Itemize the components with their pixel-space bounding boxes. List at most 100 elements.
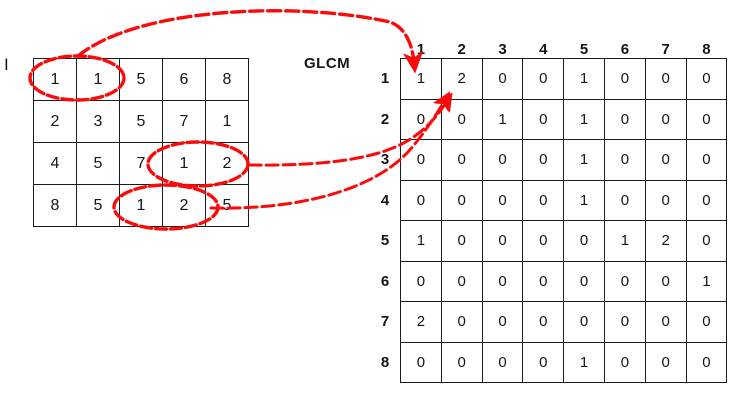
glcm-column-header: 5 bbox=[579, 41, 589, 58]
source-matrix-cell: 5 bbox=[76, 184, 120, 227]
arrow-pair-1-1-to-glcm bbox=[76, 9, 424, 74]
glcm-cell: 0 bbox=[400, 341, 442, 383]
glcm-cell: 2 bbox=[440, 58, 483, 100]
glcm-cell: 0 bbox=[685, 139, 728, 181]
glcm-cell: 0 bbox=[522, 98, 565, 140]
glcm-row-header: 4 bbox=[380, 191, 390, 209]
glcm-cell: 0 bbox=[603, 301, 646, 343]
source-matrix-cell: 1 bbox=[33, 58, 77, 101]
glcm-cell: 0 bbox=[400, 139, 442, 181]
source-matrix-label: I bbox=[4, 55, 9, 74]
glcm-cell: 0 bbox=[522, 220, 565, 262]
glcm-row-header: 7 bbox=[380, 313, 390, 331]
source-matrix-cell: 6 bbox=[162, 58, 206, 101]
glcm-cell: 0 bbox=[685, 58, 728, 100]
glcm-cell: 0 bbox=[644, 301, 687, 343]
glcm-column-header: 7 bbox=[661, 41, 670, 58]
source-matrix-cell: 1 bbox=[205, 100, 249, 143]
glcm-cell: 0 bbox=[481, 341, 524, 383]
glcm-cell: 0 bbox=[644, 139, 687, 181]
glcm-cell: 0 bbox=[481, 260, 524, 302]
glcm-cell: 0 bbox=[522, 260, 565, 302]
glcm-row-header: 3 bbox=[380, 151, 390, 169]
glcm-cell: 0 bbox=[563, 260, 605, 302]
glcm-row-header: 5 bbox=[380, 232, 390, 250]
source-matrix-cell: 1 bbox=[76, 58, 120, 101]
glcm-cell: 0 bbox=[440, 260, 483, 302]
source-matrix-cell: 5 bbox=[119, 100, 163, 143]
glcm-cell: 0 bbox=[481, 179, 524, 221]
source-matrix-cell: 5 bbox=[205, 184, 249, 227]
glcm-cell: 0 bbox=[481, 220, 524, 262]
glcm-cell: 0 bbox=[440, 98, 483, 140]
glcm-row-header: 2 bbox=[380, 110, 390, 128]
source-matrix-cell: 1 bbox=[119, 184, 163, 227]
glcm-row-header: 1 bbox=[380, 70, 390, 88]
glcm-row-header: 8 bbox=[380, 353, 390, 371]
glcm-cell: 1 bbox=[400, 220, 442, 262]
glcm-row-header: 6 bbox=[380, 272, 390, 290]
glcm-cell: 0 bbox=[603, 139, 646, 181]
glcm-cell: 0 bbox=[400, 98, 442, 140]
glcm-cell: 0 bbox=[400, 260, 442, 302]
glcm-cell: 1 bbox=[603, 220, 646, 262]
glcm-cell: 0 bbox=[481, 58, 524, 100]
glcm-cell: 1 bbox=[563, 98, 605, 140]
glcm-cell: 0 bbox=[603, 58, 646, 100]
glcm-cell: 0 bbox=[481, 139, 524, 181]
glcm-column-header: 3 bbox=[498, 41, 507, 58]
glcm-cell: 0 bbox=[644, 341, 687, 383]
glcm-column-header: 8 bbox=[702, 41, 711, 58]
source-matrix-cell: 5 bbox=[119, 58, 163, 101]
source-matrix-cell: 2 bbox=[162, 184, 206, 227]
glcm-cell: 0 bbox=[685, 98, 728, 140]
glcm-cell: 0 bbox=[522, 341, 565, 383]
glcm-cell: 0 bbox=[522, 301, 565, 343]
glcm-cell: 0 bbox=[440, 139, 483, 181]
glcm-corner-cell bbox=[370, 28, 401, 59]
glcm-cell: 2 bbox=[644, 220, 687, 262]
glcm-cell: 0 bbox=[603, 260, 646, 302]
glcm-cell: 0 bbox=[522, 179, 565, 221]
source-matrix-cell: 7 bbox=[119, 142, 163, 185]
glcm-cell: 1 bbox=[563, 179, 605, 221]
glcm-cell: 1 bbox=[400, 58, 442, 100]
glcm-column-header: 4 bbox=[539, 41, 548, 58]
glcm-cell: 0 bbox=[522, 58, 565, 100]
glcm-cell: 0 bbox=[563, 220, 605, 262]
glcm-cell: 1 bbox=[563, 341, 605, 383]
glcm-cell: 0 bbox=[481, 301, 524, 343]
glcm-cell: 0 bbox=[440, 301, 483, 343]
glcm-column-header: 1 bbox=[416, 41, 426, 58]
glcm-cell: 1 bbox=[563, 139, 605, 181]
glcm-column-header: 2 bbox=[457, 41, 466, 58]
glcm-cell: 0 bbox=[644, 260, 687, 302]
glcm-cell: 0 bbox=[644, 179, 687, 221]
glcm-cell: 0 bbox=[400, 179, 442, 221]
glcm-cell: 0 bbox=[685, 179, 728, 221]
glcm-cell: 1 bbox=[685, 260, 728, 302]
source-matrix-cell: 7 bbox=[162, 100, 206, 143]
source-matrix-cell: 2 bbox=[205, 142, 249, 185]
source-matrix-cell: 8 bbox=[205, 58, 249, 101]
